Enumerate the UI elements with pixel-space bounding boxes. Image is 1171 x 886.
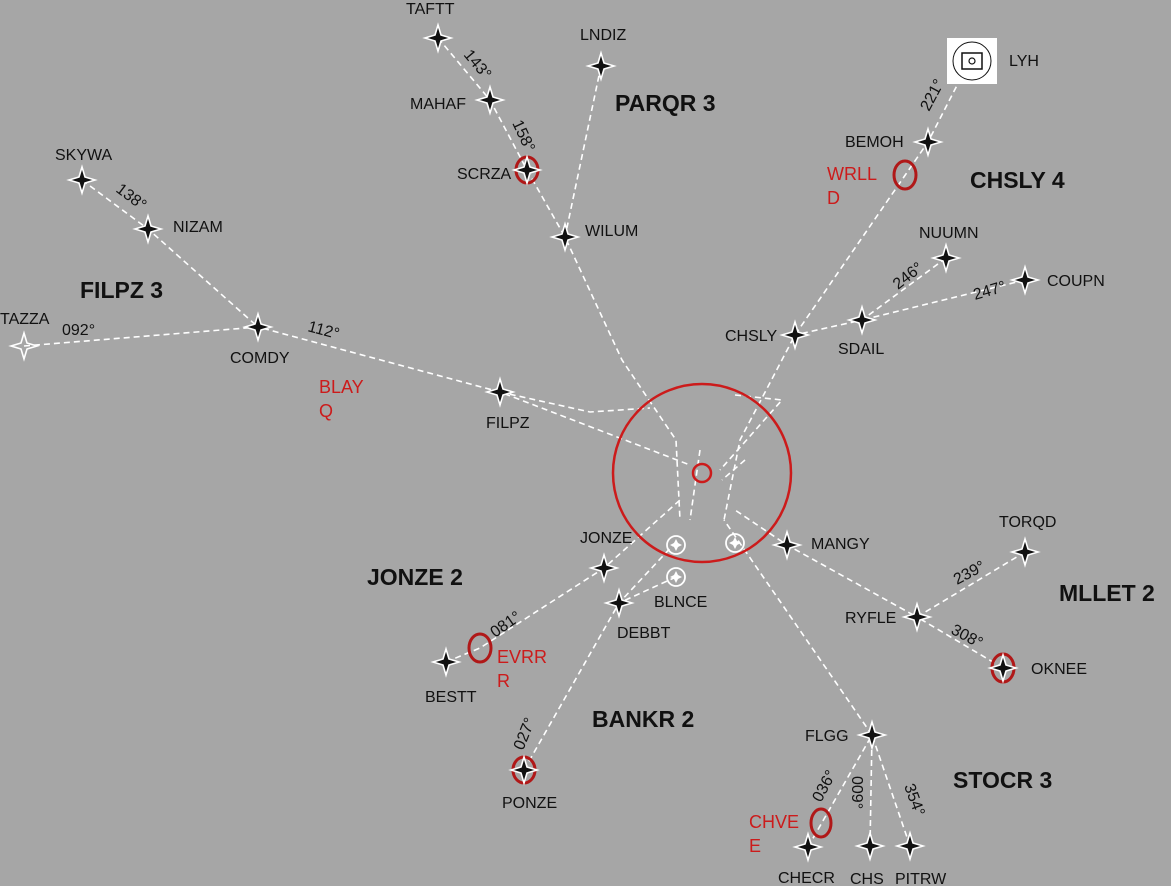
- fix-coupn-icon[interactable]: [1011, 266, 1039, 294]
- fix-comdy-label: COMDY: [230, 350, 290, 367]
- navaid-icon-1[interactable]: [666, 535, 686, 555]
- fix-wilum-label: WILUM: [585, 223, 638, 240]
- fix-nuumn-label: NUUMN: [919, 225, 979, 242]
- course-ponze: 027°: [511, 715, 539, 752]
- course-mahaf-scrza: 158°: [508, 118, 537, 155]
- fix-sdail-icon[interactable]: [848, 306, 876, 334]
- fix-blnce-label: BLNCE: [654, 594, 707, 611]
- fix-ryfle-label: RYFLE: [845, 610, 896, 627]
- fix-checr-label: CHECR: [778, 870, 835, 886]
- fix-lndiz-icon[interactable]: [587, 52, 615, 80]
- fix-chs-icon[interactable]: [856, 832, 884, 860]
- course-coupn: 247°: [971, 278, 1007, 303]
- fix-jonze-icon[interactable]: [590, 554, 618, 582]
- fix-oknee-label: OKNEE: [1031, 661, 1087, 678]
- procedure-filpz: FILPZ 3: [80, 277, 163, 303]
- fix-pitrw-label: PITRW: [895, 871, 947, 886]
- procedure-parqr: PARQR 3: [615, 90, 716, 116]
- course-skywa-nizam: 138°: [113, 181, 150, 214]
- fix-flgg-label: FLGG: [805, 728, 849, 745]
- fix-pitrw-icon[interactable]: [896, 832, 924, 860]
- course-bestt-jonze: 081°: [488, 608, 525, 641]
- procedure-bankr: BANKR 2: [592, 706, 694, 732]
- everr-label-2: R: [497, 671, 510, 691]
- fix-lndiz-label: LNDIZ: [580, 27, 626, 44]
- highlight-chvee: [809, 807, 833, 839]
- fix-tazza-label: TAZZA: [0, 311, 50, 328]
- fix-nizam-label: NIZAM: [173, 219, 223, 236]
- blayq-label-1: BLAY: [319, 377, 364, 397]
- highlight-wrlld: [892, 159, 918, 191]
- fix-scrza-label: SCRZA: [457, 166, 512, 183]
- fix-torqd-icon[interactable]: [1011, 538, 1039, 566]
- fix-mangy-label: MANGY: [811, 536, 870, 553]
- fix-bestt-label: BESTT: [425, 689, 477, 706]
- fix-nuumn-icon[interactable]: [932, 244, 960, 272]
- fix-coupn-label: COUPN: [1047, 273, 1105, 290]
- fix-bemoh-label: BEMOH: [845, 134, 904, 151]
- fix-taftt-label: TAFTT: [406, 1, 455, 18]
- fix-taftt-icon[interactable]: [424, 24, 452, 52]
- blayq-label-2: Q: [319, 401, 333, 421]
- fix-labels: TAFTT LNDIZ MAHAF SCRZA WILUM LYH BEMOH …: [0, 1, 1105, 886]
- everr-label-1: EVRR: [497, 647, 547, 667]
- fix-flgg-icon[interactable]: [858, 721, 886, 749]
- fix-mahaf-icon[interactable]: [476, 86, 504, 114]
- vor-lyh[interactable]: [947, 38, 997, 84]
- fix-checr-icon[interactable]: [794, 833, 822, 861]
- chvee-label-2: E: [749, 836, 761, 856]
- course-nuumn: 246°: [890, 259, 927, 293]
- course-torqd-ryfle: 239°: [951, 558, 988, 589]
- procedure-chsly: CHSLY 4: [970, 167, 1065, 193]
- highlight-labels: WRLL D BLAY Q EVRR R CHVE E: [319, 164, 877, 856]
- course-chs: 009°: [848, 776, 865, 809]
- chvee-label-1: CHVE: [749, 812, 799, 832]
- fix-filpz-label: FILPZ: [486, 415, 530, 432]
- course-taftt-mahaf: 143°: [460, 47, 494, 83]
- wrlld-label-1: WRLL: [827, 164, 877, 184]
- fix-blnce-icon[interactable]: [666, 567, 686, 587]
- procedure-stocr: STOCR 3: [953, 767, 1052, 793]
- procedure-mllet: MLLET 2: [1059, 580, 1155, 606]
- wrlld-label-2: D: [827, 188, 840, 208]
- procedure-labels: PARQR 3 CHSLY 4 FILPZ 3 JONZE 2 MLLET 2 …: [80, 90, 1155, 793]
- fix-mangy-icon[interactable]: [773, 531, 801, 559]
- fix-ponze-label: PONZE: [502, 795, 557, 812]
- highlight-everr: [467, 632, 493, 664]
- course-lyh-bemoh: 221°: [918, 77, 949, 114]
- fix-lyh-label: LYH: [1009, 53, 1039, 70]
- fix-chsly-label: CHSLY: [725, 328, 777, 345]
- course-comdy-filpz: 112°: [306, 318, 341, 343]
- fix-skywa-icon[interactable]: [68, 166, 96, 194]
- fix-skywa-label: SKYWA: [55, 147, 113, 164]
- fix-ryfle-icon[interactable]: [903, 603, 931, 631]
- fix-chsly-icon[interactable]: [781, 321, 809, 349]
- fix-chs-label: CHS: [850, 871, 884, 886]
- fix-sdail-label: SDAIL: [838, 341, 884, 358]
- fix-comdy-icon[interactable]: [244, 313, 272, 341]
- fix-jonze-label: JONZE: [580, 530, 632, 547]
- fix-mahaf-label: MAHAF: [410, 96, 466, 113]
- procedure-jonze: JONZE 2: [367, 564, 463, 590]
- fix-filpz-icon[interactable]: [486, 378, 514, 406]
- airport-ring: [611, 382, 793, 564]
- fix-bestt-icon[interactable]: [432, 648, 460, 676]
- course-oknee-ryfle: 308°: [948, 622, 985, 653]
- course-tazza-comdy: 092°: [62, 322, 95, 339]
- fix-wilum-icon[interactable]: [551, 223, 579, 251]
- airport-center-marker: [691, 462, 713, 484]
- fix-bemoh-icon[interactable]: [914, 128, 942, 156]
- course-pitrw: 354°: [900, 782, 927, 819]
- fix-torqd-label: TORQD: [999, 514, 1056, 531]
- fix-debbt-label: DEBBT: [617, 625, 671, 642]
